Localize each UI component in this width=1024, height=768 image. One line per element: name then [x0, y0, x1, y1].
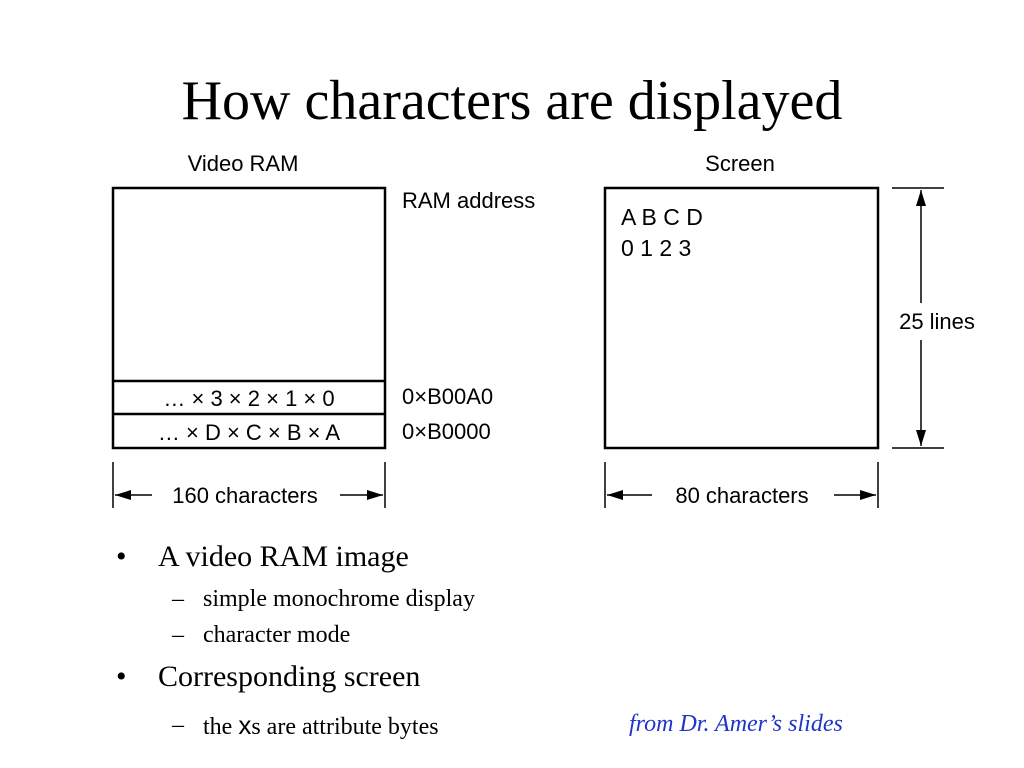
screen-label: Screen: [705, 151, 775, 176]
screen-height-arrow-top: [916, 190, 926, 206]
attribute-x-symbol: x: [238, 710, 252, 740]
ram-width-arrow-right: [367, 490, 383, 500]
sub-item-text: the xs are attribute bytes: [203, 711, 439, 741]
bullet-dot: •: [116, 540, 127, 573]
video-ram-row-lower: … × D × C × B × A: [158, 420, 341, 445]
sub-item-text: simple monochrome display: [203, 586, 475, 612]
sub-item-dash: –: [172, 586, 184, 612]
screen-height-label: 25 lines: [899, 309, 975, 334]
bullet-text: Corresponding screen: [158, 660, 421, 693]
address-lower: 0×B0000: [402, 419, 491, 444]
screen-width-arrow-right: [860, 490, 876, 500]
ram-address-label: RAM address: [402, 188, 535, 213]
address-upper: 0×B00A0: [402, 384, 493, 409]
sub-item-text: character mode: [203, 622, 351, 648]
video-ram-label: Video RAM: [188, 151, 299, 176]
sub-item-prefix: the: [203, 714, 239, 740]
video-ram-diagram: Video RAM … × 3 × 2 × 1 × 0 … × D × C × …: [111, 151, 975, 508]
screen-line2: 0 1 2 3: [621, 235, 691, 261]
slide-title: How characters are displayed: [181, 70, 843, 132]
ram-width-label: 160 characters: [172, 483, 318, 508]
bullet-text: A video RAM image: [158, 540, 409, 573]
screen-height-arrow-bottom: [916, 430, 926, 446]
screen-width-arrow-left: [607, 490, 623, 500]
video-ram-box: [111, 186, 387, 450]
sub-item-dash: –: [172, 712, 184, 738]
screen-width-label: 80 characters: [675, 483, 808, 508]
video-ram-row-upper: … × 3 × 2 × 1 × 0: [163, 386, 334, 411]
ram-width-arrow-left: [115, 490, 131, 500]
bullet-dot: •: [116, 660, 127, 693]
source-credit: from Dr. Amer’s slides: [629, 711, 843, 737]
sub-item-dash: –: [172, 622, 184, 648]
sub-item-suffix: s are attribute bytes: [251, 714, 439, 740]
screen-line1: A B C D: [621, 204, 703, 230]
screen-box: [603, 186, 880, 450]
